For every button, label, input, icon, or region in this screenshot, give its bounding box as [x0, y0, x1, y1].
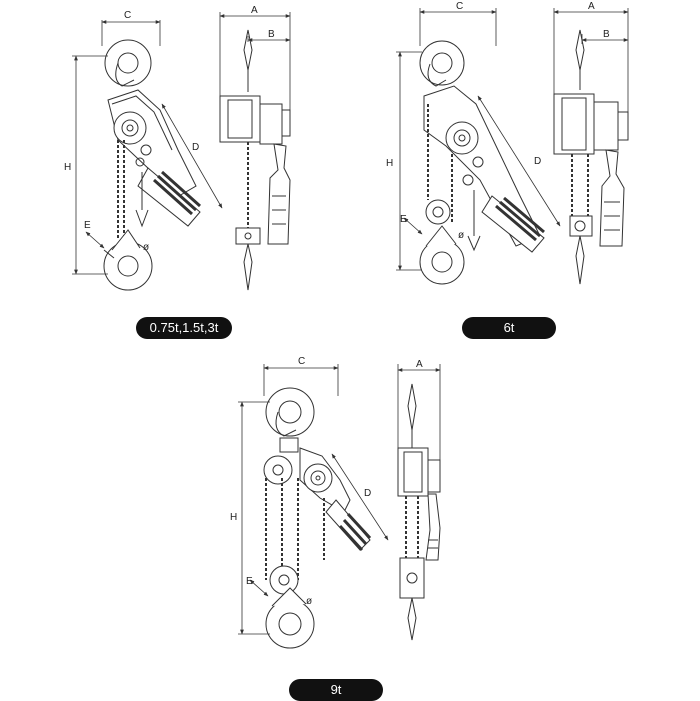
fig2-label-phi: ø — [458, 230, 464, 241]
fig2-label-d: D — [534, 156, 541, 167]
fig1-label-a: A — [251, 5, 258, 16]
fig2-label-e: E — [400, 214, 407, 225]
fig1-label-phi: ø — [143, 242, 149, 253]
figure-3-front-view — [397, 383, 441, 641]
figure-3-side-view — [263, 387, 372, 649]
fig3-label-c: C — [298, 356, 305, 367]
fig3-label-phi: ø — [306, 596, 312, 607]
fig3-label-a: A — [416, 359, 423, 370]
figure-1-front-view — [219, 29, 291, 291]
caption-pill-0.75t-1.5t-3t: 0.75t,1.5t,3t — [136, 317, 232, 339]
figure-1-front-dimensions — [219, 12, 291, 110]
fig2-label-b: B — [603, 29, 610, 40]
fig3-label-h: H — [230, 512, 237, 523]
fig2-label-c: C — [456, 1, 463, 12]
fig1-label-b: B — [268, 29, 275, 40]
figure-1-side-view — [103, 39, 202, 291]
figure-3-front-dimensions — [397, 364, 441, 460]
figure-3-dimensions — [238, 364, 389, 635]
figure-2-front-view — [553, 29, 629, 285]
caption-pill-6t: 6t — [462, 317, 556, 339]
fig1-label-e: E — [84, 220, 91, 231]
fig2-label-a: A — [588, 1, 595, 12]
figure-2-dimensions — [396, 8, 561, 271]
figure-2-side-view — [419, 40, 545, 285]
fig3-label-d: D — [364, 488, 371, 499]
fig1-label-d: D — [192, 142, 199, 153]
caption-pill-9t: 9t — [289, 679, 383, 701]
fig1-label-h: H — [64, 162, 71, 173]
figure-1-dimensions — [72, 20, 223, 275]
fig2-label-h: H — [386, 158, 393, 169]
fig3-label-e: E — [246, 576, 253, 587]
fig1-label-c: C — [124, 10, 131, 21]
figure-2-front-dimensions — [553, 8, 629, 112]
